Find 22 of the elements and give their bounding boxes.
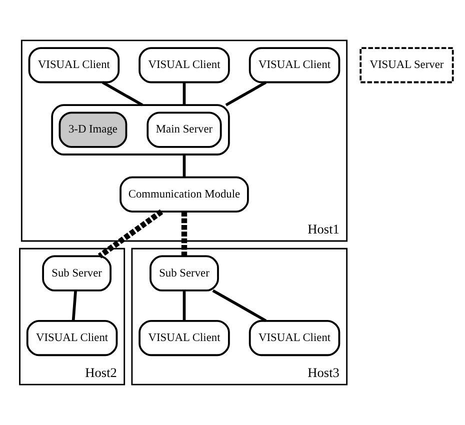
cluster (51, 104, 230, 156)
node-box: Main Server (146, 112, 222, 148)
node-box: VISUAL Client (248, 47, 340, 84)
connector (182, 154, 186, 177)
node-box: Communication Module (120, 176, 249, 212)
node-box: VISUAL Client (28, 47, 120, 84)
node-box: 3-D Image (58, 112, 128, 148)
connector (181, 212, 188, 256)
connector (72, 290, 77, 321)
node-box: VISUAL Client (138, 47, 230, 84)
connector (182, 82, 186, 106)
node-box: VISUAL Server (360, 47, 454, 84)
node-box: VISUAL Client (248, 320, 340, 356)
node-box: VISUAL Client (138, 320, 230, 356)
connector (102, 81, 144, 106)
connector (98, 209, 164, 258)
node-box: Sub Server (150, 255, 219, 292)
connector (182, 290, 186, 320)
connector (212, 289, 267, 322)
node-box: VISUAL Client (26, 320, 118, 356)
node-box: Sub Server (42, 255, 112, 292)
connector (225, 81, 267, 106)
